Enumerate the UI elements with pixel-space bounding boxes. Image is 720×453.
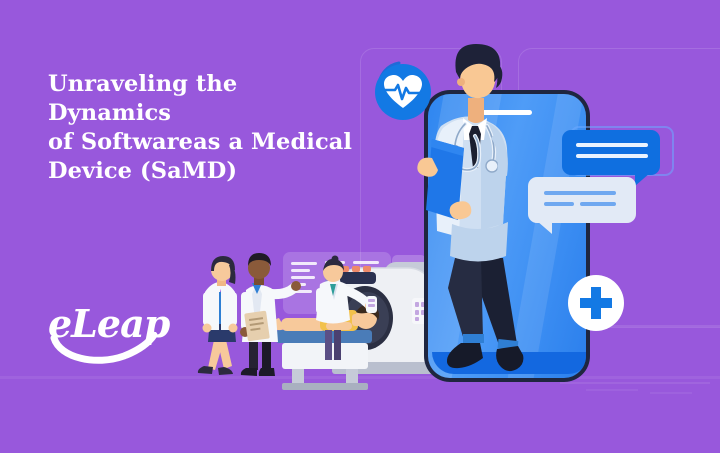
phone-speaker-icon <box>482 110 532 115</box>
heartbeat-badge[interactable] <box>371 60 433 122</box>
background-accent-line-2 <box>586 389 638 391</box>
plus-icon-horizontal <box>580 298 612 308</box>
heartbeat-icon <box>384 75 422 108</box>
technician <box>316 255 375 360</box>
ground-shadow-line <box>0 376 720 379</box>
chat-bubble-dark[interactable] <box>562 130 660 186</box>
headline-line-1: Unraveling the Dynamics <box>48 71 238 126</box>
handheld-device <box>366 296 377 313</box>
medical-plus-badge[interactable] <box>568 275 624 331</box>
headline-line-2: of Softwareas a Medical <box>48 129 353 155</box>
background-accent-line <box>598 325 720 327</box>
male-doctor <box>240 253 301 376</box>
banner-headline: Unraveling the Dynamics of Softwareas a … <box>48 70 368 186</box>
chat-bubble-light[interactable] <box>528 177 636 234</box>
clipboard <box>244 310 270 342</box>
female-doctor <box>197 256 238 375</box>
logo-swoosh-icon <box>50 332 158 364</box>
ground-shadow-line-right <box>560 382 710 384</box>
eleap-logo[interactable]: eLeap <box>48 302 178 364</box>
tablet <box>426 139 464 220</box>
headline-line-3: Device (SaMD) <box>48 158 238 184</box>
background-accent-line-3 <box>650 392 692 394</box>
